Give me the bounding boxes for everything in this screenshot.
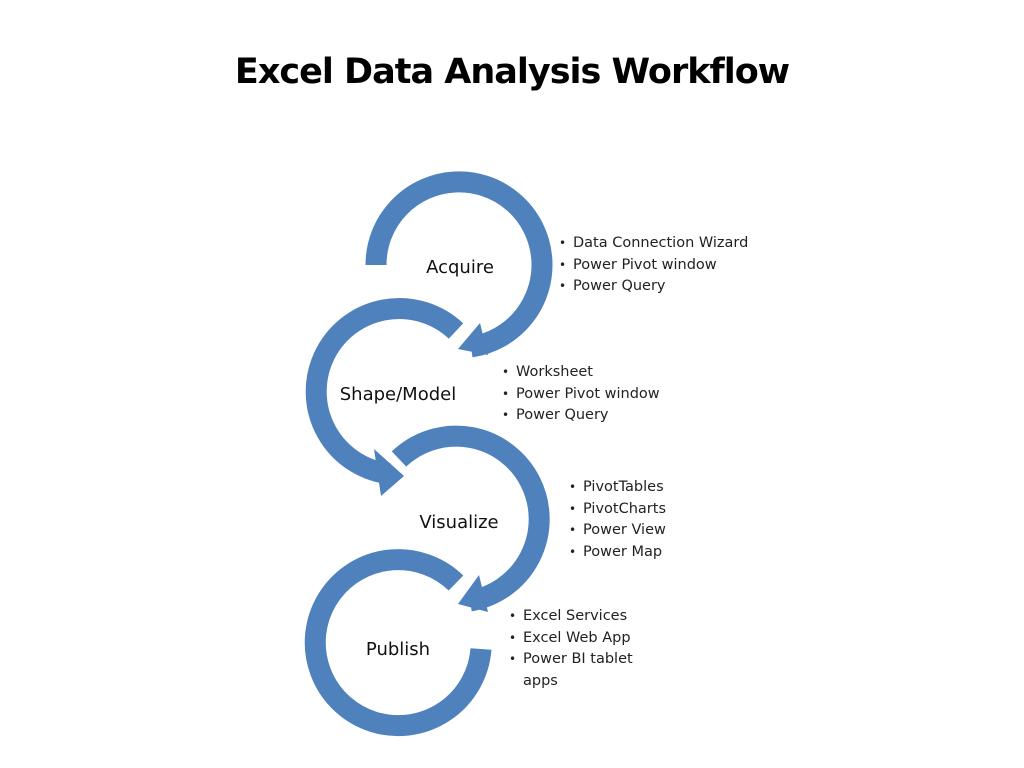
publish-tool-item: Excel Web App xyxy=(509,628,649,650)
shape-model-tools-list: Worksheet Power Pivot window Power Query xyxy=(502,362,660,427)
stage-label-acquire: Acquire xyxy=(426,257,494,278)
visualize-arc-arrow xyxy=(391,425,550,612)
stage-label-visualize: Visualize xyxy=(419,512,498,533)
slide-title: Excel Data Analysis Workflow xyxy=(234,52,790,92)
visualize-tool-item: PivotCharts xyxy=(569,499,666,521)
stage-label-publish: Publish xyxy=(366,639,430,660)
acquire-arc-arrow xyxy=(365,171,553,358)
shape-model-arc-arrow xyxy=(305,298,464,496)
publish-tool-item: Excel Services xyxy=(509,606,649,628)
publish-tool-item: Power BI tablet apps xyxy=(509,649,649,692)
acquire-tools-list: Data Connection Wizard Power Pivot windo… xyxy=(559,233,748,298)
acquire-tool-item: Power Pivot window xyxy=(559,255,748,277)
visualize-tool-item: Power Map xyxy=(569,542,666,564)
publish-arc xyxy=(304,549,492,737)
acquire-tool-item: Data Connection Wizard xyxy=(559,233,748,255)
stage-label-shape-model: Shape/Model xyxy=(340,384,456,405)
visualize-tool-item: PivotTables xyxy=(569,477,666,499)
visualize-tools-list: PivotTables PivotCharts Power View Power… xyxy=(569,477,666,563)
visualize-tool-item: Power View xyxy=(569,520,666,542)
shape-model-tool-item: Power Pivot window xyxy=(502,384,660,406)
shape-model-tool-item: Worksheet xyxy=(502,362,660,384)
acquire-tool-item: Power Query xyxy=(559,276,748,298)
shape-model-tool-item: Power Query xyxy=(502,405,660,427)
publish-tools-list: Excel Services Excel Web App Power BI ta… xyxy=(509,606,649,692)
